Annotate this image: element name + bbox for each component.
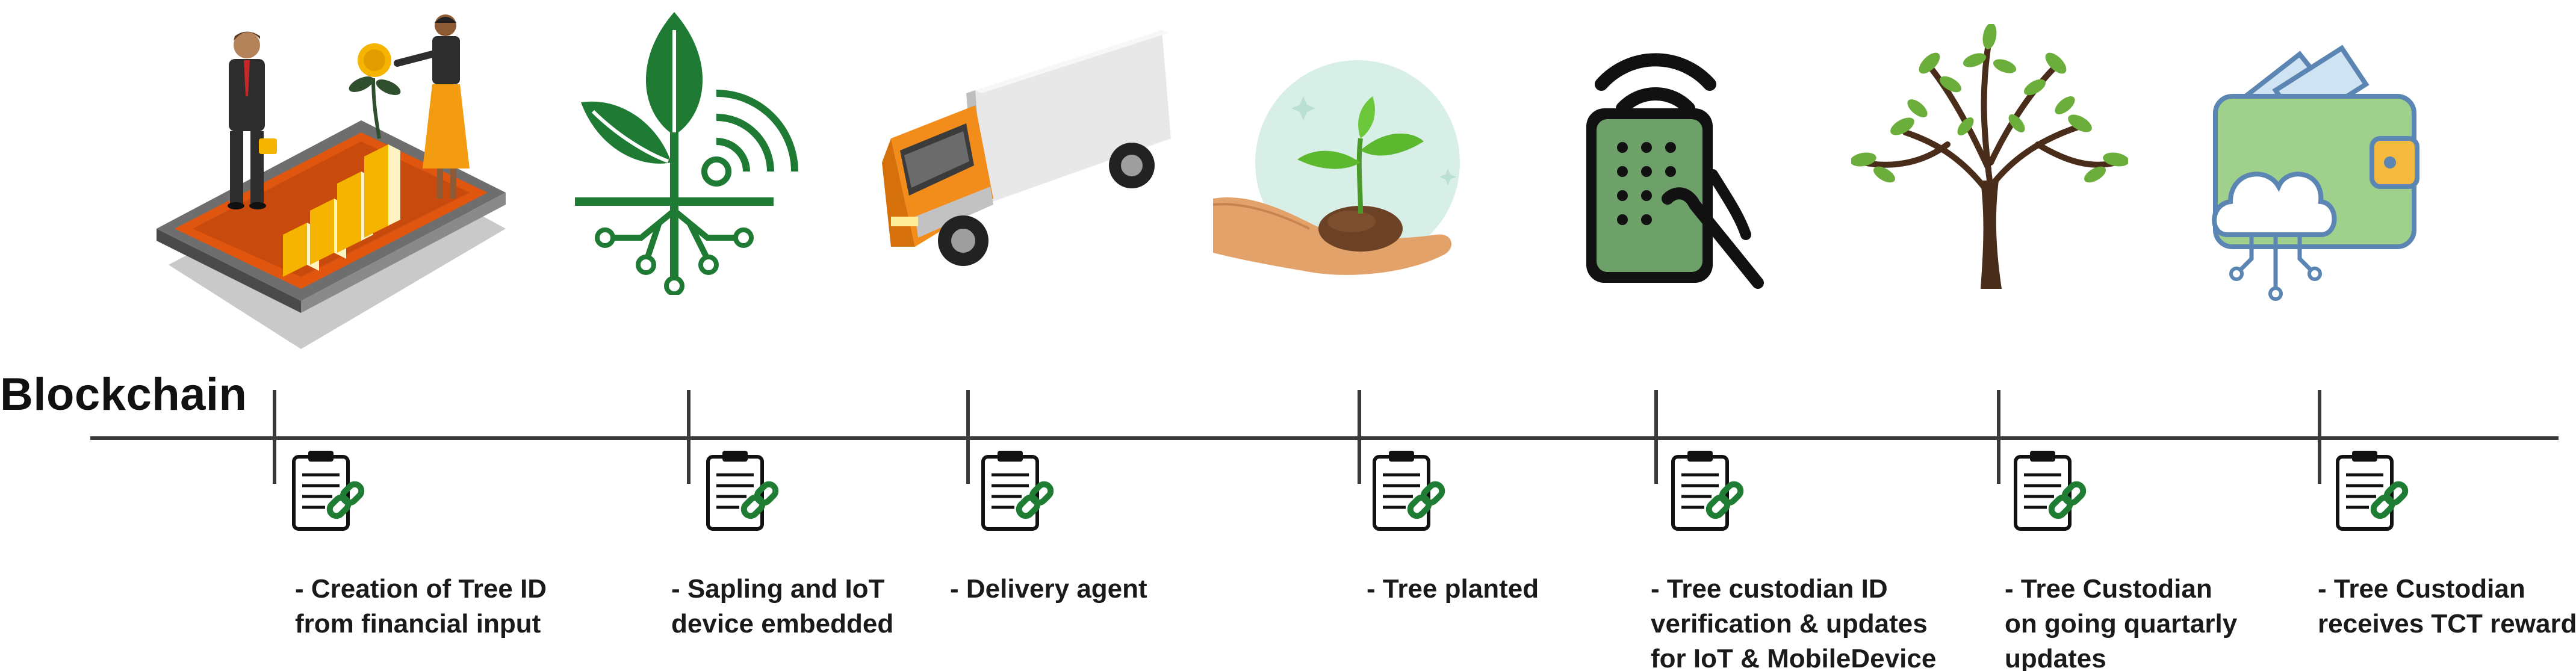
- caption-line: - Creation of Tree ID: [295, 574, 547, 604]
- caption-line: - Sapling and IoT: [671, 574, 885, 604]
- caption-line: device embedded: [671, 609, 894, 639]
- caption-line: from financial input: [295, 609, 541, 639]
- caption-line: verification & updates: [1651, 609, 1928, 639]
- caption-line: - Tree planted: [1367, 574, 1539, 604]
- stage-caption-1: - Creation of Tree ID from financial inp…: [295, 572, 547, 642]
- timeline-tick-4: [1358, 390, 1361, 484]
- sapling-iot-sensor-icon: [575, 6, 804, 295]
- timeline-tick-5: [1654, 390, 1658, 484]
- caption-line: receives TCT reward: [2318, 609, 2576, 639]
- timeline-tick-2: [687, 390, 691, 484]
- stage-caption-6: - Tree Custodian on going quartarly upda…: [2005, 572, 2237, 671]
- ledger-chain-icon: [290, 448, 368, 545]
- stage-caption-4: - Tree planted: [1367, 572, 1539, 607]
- caption-line: - Delivery agent: [950, 574, 1147, 604]
- ledger-chain-icon: [2334, 448, 2412, 545]
- mobile-device-nfc-icon: [1565, 18, 1770, 289]
- stage-caption-2: - Sapling and IoT device embedded: [671, 572, 893, 642]
- ledger-chain-icon: [2012, 448, 2090, 545]
- ledger-chain-icon: [1669, 448, 1748, 545]
- timeline-tick-1: [273, 390, 276, 484]
- caption-line: - Tree Custodian: [2005, 574, 2212, 604]
- caption-line: - Tree custodian ID: [1651, 574, 1888, 604]
- timeline-tick-6: [1997, 390, 2000, 484]
- caption-line: - Tree Custodian: [2318, 574, 2525, 604]
- caption-line: for IoT & MobileDevice: [1651, 644, 1937, 671]
- ledger-chain-icon: [979, 448, 1058, 545]
- caption-line: updates: [2005, 644, 2106, 671]
- caption-line: on going quartarly: [2005, 609, 2238, 639]
- cloud-wallet-icon: [2209, 42, 2426, 301]
- timeline-tick-3: [966, 390, 970, 484]
- hand-holding-seedling-icon: [1213, 60, 1466, 289]
- timeline-tick-7: [2318, 390, 2321, 484]
- timeline-axis: [90, 436, 2559, 440]
- grown-tree-icon: [1851, 24, 2128, 289]
- blockchain-title: Blockchain: [0, 369, 247, 420]
- stage-caption-5: - Tree custodian ID verification & updat…: [1651, 572, 1936, 671]
- stage-caption-3: - Delivery agent: [950, 572, 1147, 607]
- stage-caption-7: - Tree Custodian receives TCT reward: [2318, 572, 2576, 642]
- delivery-truck-icon: [879, 24, 1180, 277]
- financial-investment-icon: [144, 12, 518, 349]
- ledger-chain-icon: [1371, 448, 1449, 545]
- ledger-chain-icon: [704, 448, 783, 545]
